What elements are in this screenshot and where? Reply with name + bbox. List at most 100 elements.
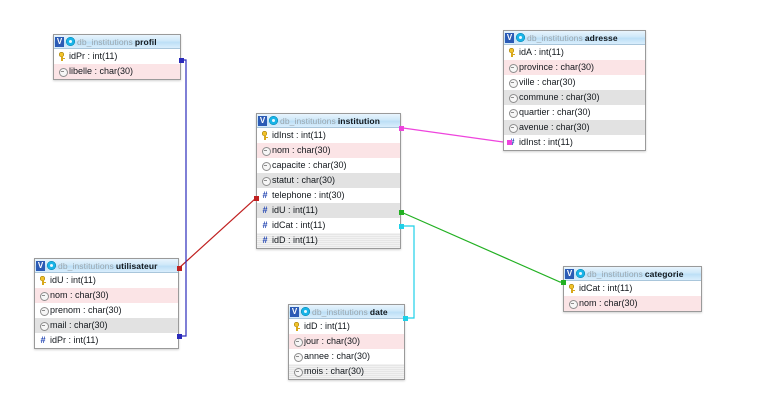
gear-icon[interactable] bbox=[47, 261, 56, 270]
table-row[interactable]: idCat : int(11) bbox=[564, 281, 701, 296]
column-icon bbox=[568, 299, 578, 309]
gear-icon[interactable] bbox=[576, 269, 585, 278]
table-row[interactable]: prenom : char(30) bbox=[35, 303, 178, 318]
table-row[interactable]: ville : char(30) bbox=[504, 75, 645, 90]
view-badge-icon[interactable]: V bbox=[258, 115, 267, 126]
table-row[interactable]: libelle : char(30) bbox=[54, 64, 180, 79]
table-database-name: db_institutions bbox=[312, 306, 368, 317]
table-row[interactable]: idU : int(11) bbox=[35, 273, 178, 288]
index-icon: # bbox=[262, 204, 268, 215]
table-row[interactable]: capacite : char(30) bbox=[257, 158, 400, 173]
column-icon bbox=[293, 337, 303, 347]
column-icon bbox=[508, 123, 518, 133]
column-icon bbox=[508, 108, 518, 118]
table-database-name: db_institutions bbox=[587, 268, 643, 279]
table-row[interactable]: #telephone : int(30) bbox=[257, 188, 400, 203]
gear-icon[interactable] bbox=[269, 116, 278, 125]
table-row[interactable]: avenue : char(30) bbox=[504, 120, 645, 135]
column-icon bbox=[261, 161, 271, 171]
table-database-name: db_institutions bbox=[58, 260, 114, 271]
column-label: statut : char(30) bbox=[272, 175, 336, 185]
table-row[interactable]: province : char(30) bbox=[504, 60, 645, 75]
rel-institution-date-source-endpoint bbox=[398, 223, 404, 229]
table-row[interactable]: idA : int(11) bbox=[504, 45, 645, 60]
table-name: institution bbox=[337, 115, 381, 126]
column-label: telephone : int(30) bbox=[272, 190, 345, 200]
table-row[interactable]: mois : char(30) bbox=[289, 364, 404, 379]
column-label: province : char(30) bbox=[519, 62, 595, 72]
table-row[interactable]: #idInst : int(11) bbox=[504, 135, 645, 150]
column-label: idU : int(11) bbox=[50, 275, 96, 285]
column-label: capacite : char(30) bbox=[272, 160, 347, 170]
column-label: idPr : int(11) bbox=[69, 51, 118, 61]
view-badge-icon[interactable]: V bbox=[55, 36, 64, 47]
table-row[interactable]: jour : char(30) bbox=[289, 334, 404, 349]
table-row[interactable]: mail : char(30) bbox=[35, 318, 178, 333]
column-label: quartier : char(30) bbox=[519, 107, 591, 117]
column-icon bbox=[508, 93, 518, 103]
table-row[interactable]: nom : char(30) bbox=[564, 296, 701, 311]
gear-icon[interactable] bbox=[66, 37, 75, 46]
index-icon: # bbox=[262, 234, 268, 245]
table-database-name: db_institutions bbox=[77, 36, 133, 47]
column-icon bbox=[508, 78, 518, 88]
view-badge-icon[interactable]: V bbox=[565, 268, 574, 279]
rel-institution-categorie-target-endpoint bbox=[560, 279, 566, 285]
index-icon: # bbox=[509, 136, 515, 147]
view-badge-icon[interactable]: V bbox=[36, 260, 45, 271]
view-badge-icon[interactable]: V bbox=[505, 32, 514, 43]
table-name: adresse bbox=[584, 32, 618, 43]
table-name: date bbox=[369, 306, 388, 317]
index-icon: # bbox=[40, 334, 46, 345]
column-icon bbox=[261, 146, 271, 156]
column-label: mail : char(30) bbox=[50, 320, 108, 330]
table-row[interactable]: nom : char(30) bbox=[35, 288, 178, 303]
table-row[interactable]: statut : char(30) bbox=[257, 173, 400, 188]
rel-institution-date-target-endpoint bbox=[402, 315, 408, 321]
table-database-name: db_institutions bbox=[527, 32, 583, 43]
column-label: commune : char(30) bbox=[519, 92, 600, 102]
table-row[interactable]: # idD : int(11) bbox=[257, 233, 400, 248]
rel-institution-categorie-source-endpoint bbox=[398, 209, 404, 215]
column-label: idU : int(11) bbox=[272, 205, 318, 215]
table-database-name: db_institutions bbox=[280, 115, 336, 126]
key-icon bbox=[568, 283, 576, 293]
table-row[interactable]: nom : char(30) bbox=[257, 143, 400, 158]
table-row[interactable]: commune : char(30) bbox=[504, 90, 645, 105]
index-icon: # bbox=[262, 219, 268, 230]
table-row[interactable]: # idU : int(11) bbox=[257, 203, 400, 218]
column-label: idInst : int(11) bbox=[272, 130, 326, 140]
gear-icon[interactable] bbox=[301, 307, 310, 316]
column-label: annee : char(30) bbox=[304, 351, 371, 361]
column-icon bbox=[39, 321, 49, 331]
table-row[interactable]: idPr : int(11) bbox=[54, 49, 180, 64]
column-label: idD : int(11) bbox=[272, 235, 318, 245]
column-icon bbox=[261, 176, 271, 186]
view-badge-icon[interactable]: V bbox=[290, 306, 299, 317]
table-row[interactable]: idD : int(11) bbox=[289, 319, 404, 334]
table-row[interactable]: # idCat : int(11) bbox=[257, 218, 400, 233]
column-label: avenue : char(30) bbox=[519, 122, 590, 132]
key-icon bbox=[293, 321, 301, 331]
column-label: libelle : char(30) bbox=[69, 66, 134, 76]
table-row[interactable]: #idPr : int(11) bbox=[35, 333, 178, 348]
table-row[interactable]: idInst : int(11) bbox=[257, 128, 400, 143]
table-row[interactable]: quartier : char(30) bbox=[504, 105, 645, 120]
gear-icon[interactable] bbox=[516, 33, 525, 42]
rel-utilisateur-institution-source-endpoint bbox=[176, 265, 182, 271]
table-row[interactable]: annee : char(30) bbox=[289, 349, 404, 364]
column-label: idCat : int(11) bbox=[272, 220, 326, 230]
